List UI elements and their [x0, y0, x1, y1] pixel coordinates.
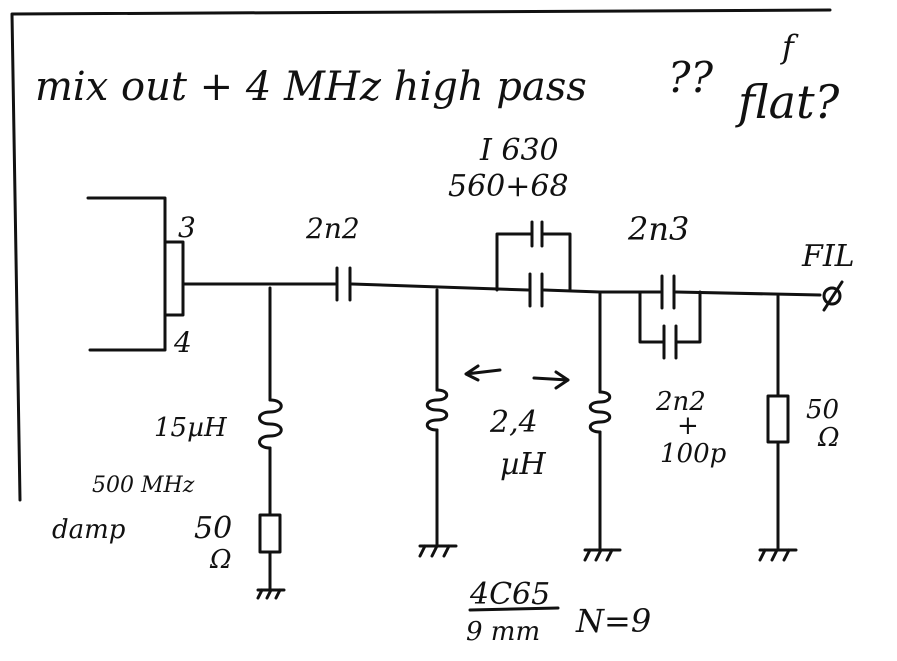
- mixer-coil: [163, 240, 185, 317]
- turns-label: N=9: [575, 602, 651, 640]
- core-label: 4C65: [469, 577, 550, 612]
- cap-par-label-2: +: [677, 411, 699, 441]
- output-terminal: [822, 286, 842, 306]
- title-question-marks: ??: [668, 53, 714, 102]
- ground-l2: [418, 544, 458, 558]
- inductor-15uh: [258, 398, 283, 450]
- series-capacitor-2n2: [335, 266, 352, 302]
- sheet-border: [10, 8, 832, 502]
- core-underline: [468, 606, 560, 612]
- inductor-2-4uh-a: [425, 388, 449, 432]
- cap-mid-label-1: I 630: [479, 133, 559, 168]
- series-capacitor-68: [495, 220, 572, 292]
- series-capacitor-2n2-100p: [638, 290, 702, 360]
- cap-par-label-1: 2n2: [655, 387, 706, 417]
- flat-question: flat?: [735, 75, 840, 129]
- fil-label: FIL: [801, 239, 855, 274]
- damping-resistor: [258, 513, 282, 554]
- series-capacitor-2n3: [660, 274, 676, 310]
- cap-par-label-3: 100p: [660, 439, 727, 469]
- r2-unit-label: Ω: [817, 423, 840, 453]
- cap-mid-label-2: 560+68: [448, 169, 569, 204]
- title-text: mix out + 4 MHz high pass: [35, 64, 587, 110]
- ground-l3: [583, 548, 622, 562]
- ground-r2: [758, 548, 798, 562]
- r1-value-label: 50: [194, 511, 232, 546]
- core-size-label: 9 mm: [466, 617, 540, 647]
- adjust-arrows: [464, 364, 570, 390]
- l-mid-value-1: 2,4: [489, 405, 538, 440]
- r2-value-label: 50: [806, 395, 839, 425]
- l1-freq-label: 500 MHz: [92, 473, 195, 498]
- pin-3-label: 3: [178, 211, 196, 244]
- l1-value-label: 15µH: [154, 413, 228, 443]
- cap-2n2-label: 2n2: [305, 212, 360, 245]
- flat-prefix: f: [780, 28, 799, 66]
- mixer-block: [86, 196, 167, 352]
- load-resistor: [766, 394, 790, 444]
- cap-2n3-label: 2n3: [627, 210, 689, 248]
- r1-unit-label: Ω: [209, 545, 232, 575]
- inductor-2-4uh-b: [588, 390, 612, 434]
- ground-l1: [256, 588, 286, 600]
- pin-4-label: 4: [173, 326, 192, 359]
- output-terminal-slash: [822, 280, 844, 312]
- series-capacitor-560: [528, 272, 544, 308]
- damp-label: damp: [52, 515, 126, 545]
- main-line: [181, 282, 822, 297]
- l-mid-value-2: µH: [500, 447, 546, 482]
